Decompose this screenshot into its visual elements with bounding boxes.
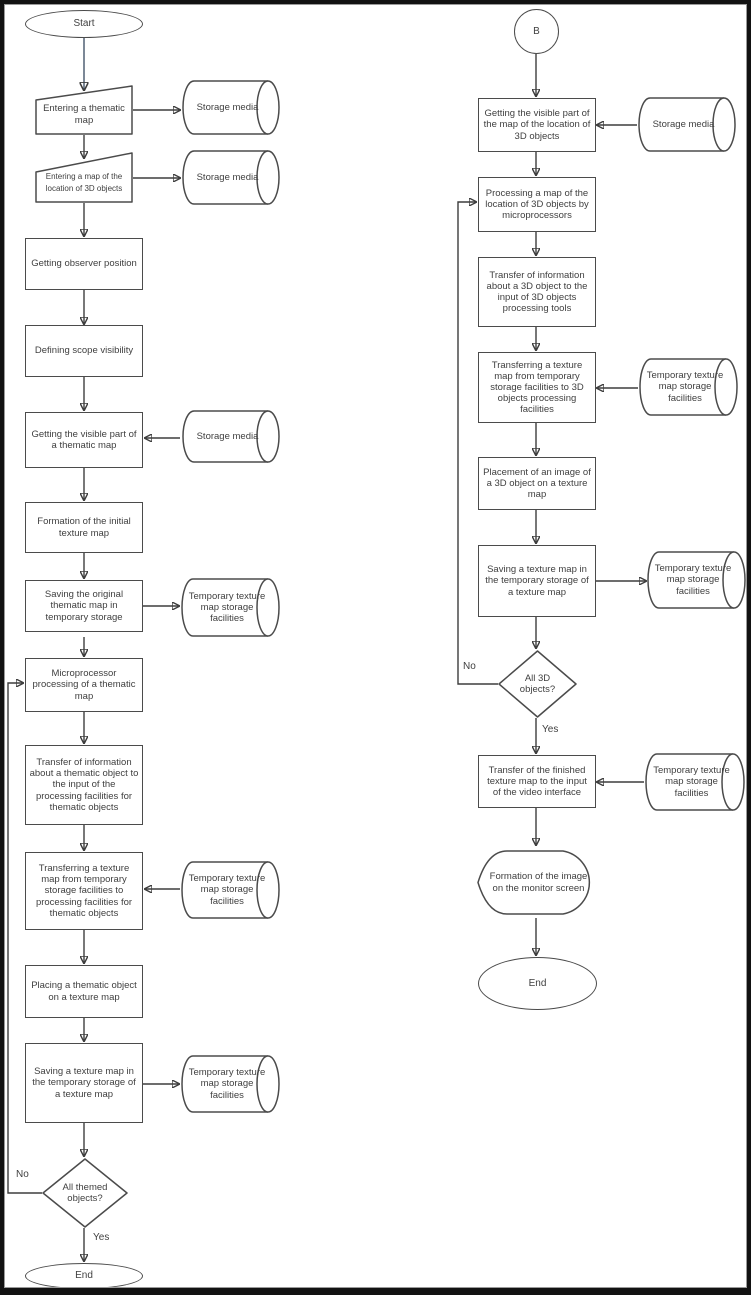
storage-media-cylinder-1: Storage media [182,80,280,135]
node-label: Formation of the initial texture map [37,516,131,539]
node-label: Storage media [196,101,259,113]
manual-input-entering-location-map: Entering a map of the location of 3D obj… [35,152,133,203]
process-transferring-texture-map: Transferring a texture map from temporar… [25,852,143,930]
diamond-shape [42,1158,128,1228]
node-label: Saving a texture map in the temporary st… [32,1066,136,1100]
cylinder-shape [182,150,280,205]
process-saving-texture-map-3d: Saving a texture map in the temporary st… [478,545,596,617]
diamond-shape [498,650,577,718]
node-label: Temporary texture map storage facilities [188,873,266,907]
node-label: End [75,1270,93,1282]
process-saving-texture-map: Saving a texture map in the temporary st… [25,1043,143,1123]
node-label: Processing a map of the location of 3D o… [485,187,589,222]
node-label: Transferring a texture map from temporar… [35,863,133,919]
cylinder-shape [181,861,280,919]
temp-texture-storage-cylinder-4: Temporary texture map storage facilities [639,358,738,416]
branch-label-no: No [463,661,476,672]
node-label: All 3D objects? [519,672,556,695]
storage-media-cylinder-4: Storage media [638,97,736,152]
branch-label-yes: Yes [542,724,559,735]
process-transferring-texture-map-3d: Transferring a texture map from temporar… [478,352,596,423]
cylinder-shape [647,551,746,609]
node-label: Saving the original thematic map in temp… [44,589,124,623]
process-formation-initial-texture: Formation of the initial texture map [25,502,143,553]
node-label: Entering a thematic map [43,103,125,126]
process-getting-observer-position: Getting observer position [25,238,143,290]
branch-label-yes: Yes [93,1232,110,1243]
node-label: End [528,977,547,989]
node-label: Storage media [652,118,715,130]
temp-texture-storage-cylinder-1: Temporary texture map storage facilities [181,578,280,637]
process-transfer-information-thematic: Transfer of information about a thematic… [25,745,143,825]
process-placement-image-3d: Placement of an image of a 3D object on … [478,457,596,510]
node-label: Getting observer position [31,258,137,270]
cylinder-shape [182,80,280,135]
process-saving-original-thematic: Saving the original thematic map in temp… [25,580,143,632]
process-getting-visible-part-thematic: Getting the visible part of a thematic m… [25,412,143,468]
manual-input-shape [35,85,133,135]
node-label: Defining scope visibility [34,345,134,357]
node-label: Temporary texture map storage facilities [653,765,730,799]
process-placing-thematic-object: Placing a thematic object on a texture m… [25,965,143,1018]
cylinder-shape [639,358,738,416]
node-label: Placement of an image of a 3D object on … [483,466,591,501]
node-label: Storage media [196,430,259,442]
temp-texture-storage-cylinder-6: Temporary texture map storage facilities [645,753,745,811]
node-label: Getting the visible part of the map of t… [483,108,591,142]
connector-b-node: B [514,9,559,54]
node-label: Microprocessor processing of a thematic … [32,668,136,702]
display-shape [477,850,591,915]
node-label: All themed objects? [62,1181,108,1204]
cylinder-shape [181,1055,280,1113]
storage-media-cylinder-2: Storage media [182,150,280,205]
cylinder-shape [638,97,736,152]
node-label: Transfer of the finished texture map to … [487,764,587,799]
node-label: Transferring a texture map from temporar… [490,359,584,416]
branch-label-no: No [16,1169,29,1180]
node-label: Storage media [196,171,259,183]
node-label: Getting the visible part of a thematic m… [31,428,137,451]
decision-all-3d-objects: All 3D objects? [498,650,577,718]
display-formation-image-monitor: Formation of the image on the monitor sc… [477,847,600,918]
process-getting-visible-part-3d: Getting the visible part of the map of t… [478,98,596,152]
temp-texture-storage-cylinder-5: Temporary texture map storage facilities [647,551,746,609]
decision-all-themed-objects: All themed objects? [42,1158,128,1228]
storage-media-cylinder-3: Storage media [182,410,280,463]
process-transfer-finished-texture: Transfer of the finished texture map to … [478,755,596,808]
manual-input-shape [35,152,133,203]
cylinder-shape [645,753,745,811]
node-label: Temporary texture map storage facilities [188,1067,266,1101]
node-label: Placing a thematic object on a texture m… [31,980,137,1003]
node-label: Temporary texture map storage facilities [654,563,732,597]
end-node-right: End [478,957,597,1010]
process-processing-map-3d: Processing a map of the location of 3D o… [478,177,596,232]
process-microprocessor-processing: Microprocessor processing of a thematic … [25,658,143,712]
node-label: Transfer of information about a 3D objec… [486,269,588,315]
cylinder-shape [182,410,280,463]
node-label: Start [73,18,95,30]
node-label: Formation of the image on the monitor sc… [489,871,588,894]
temp-texture-storage-cylinder-2: Temporary texture map storage facilities [181,861,280,919]
manual-input-entering-thematic-map: Entering a thematic map [35,85,133,135]
process-defining-scope-visibility: Defining scope visibility [25,325,143,377]
node-label: Entering a map of the location of 3D obj… [45,171,123,193]
end-node-left: End [25,1263,143,1289]
start-node: Start [25,10,143,38]
node-label: Temporary texture map storage facilities [188,590,266,625]
node-label: B [533,25,540,37]
process-transfer-information-3d: Transfer of information about a 3D objec… [478,257,596,327]
cylinder-shape [181,578,280,637]
node-label: Saving a texture map in the temporary st… [485,564,589,598]
temp-texture-storage-cylinder-3: Temporary texture map storage facilities [181,1055,280,1113]
node-label: Transfer of information about a thematic… [29,757,139,813]
node-label: Temporary texture map storage facilities [646,370,724,404]
